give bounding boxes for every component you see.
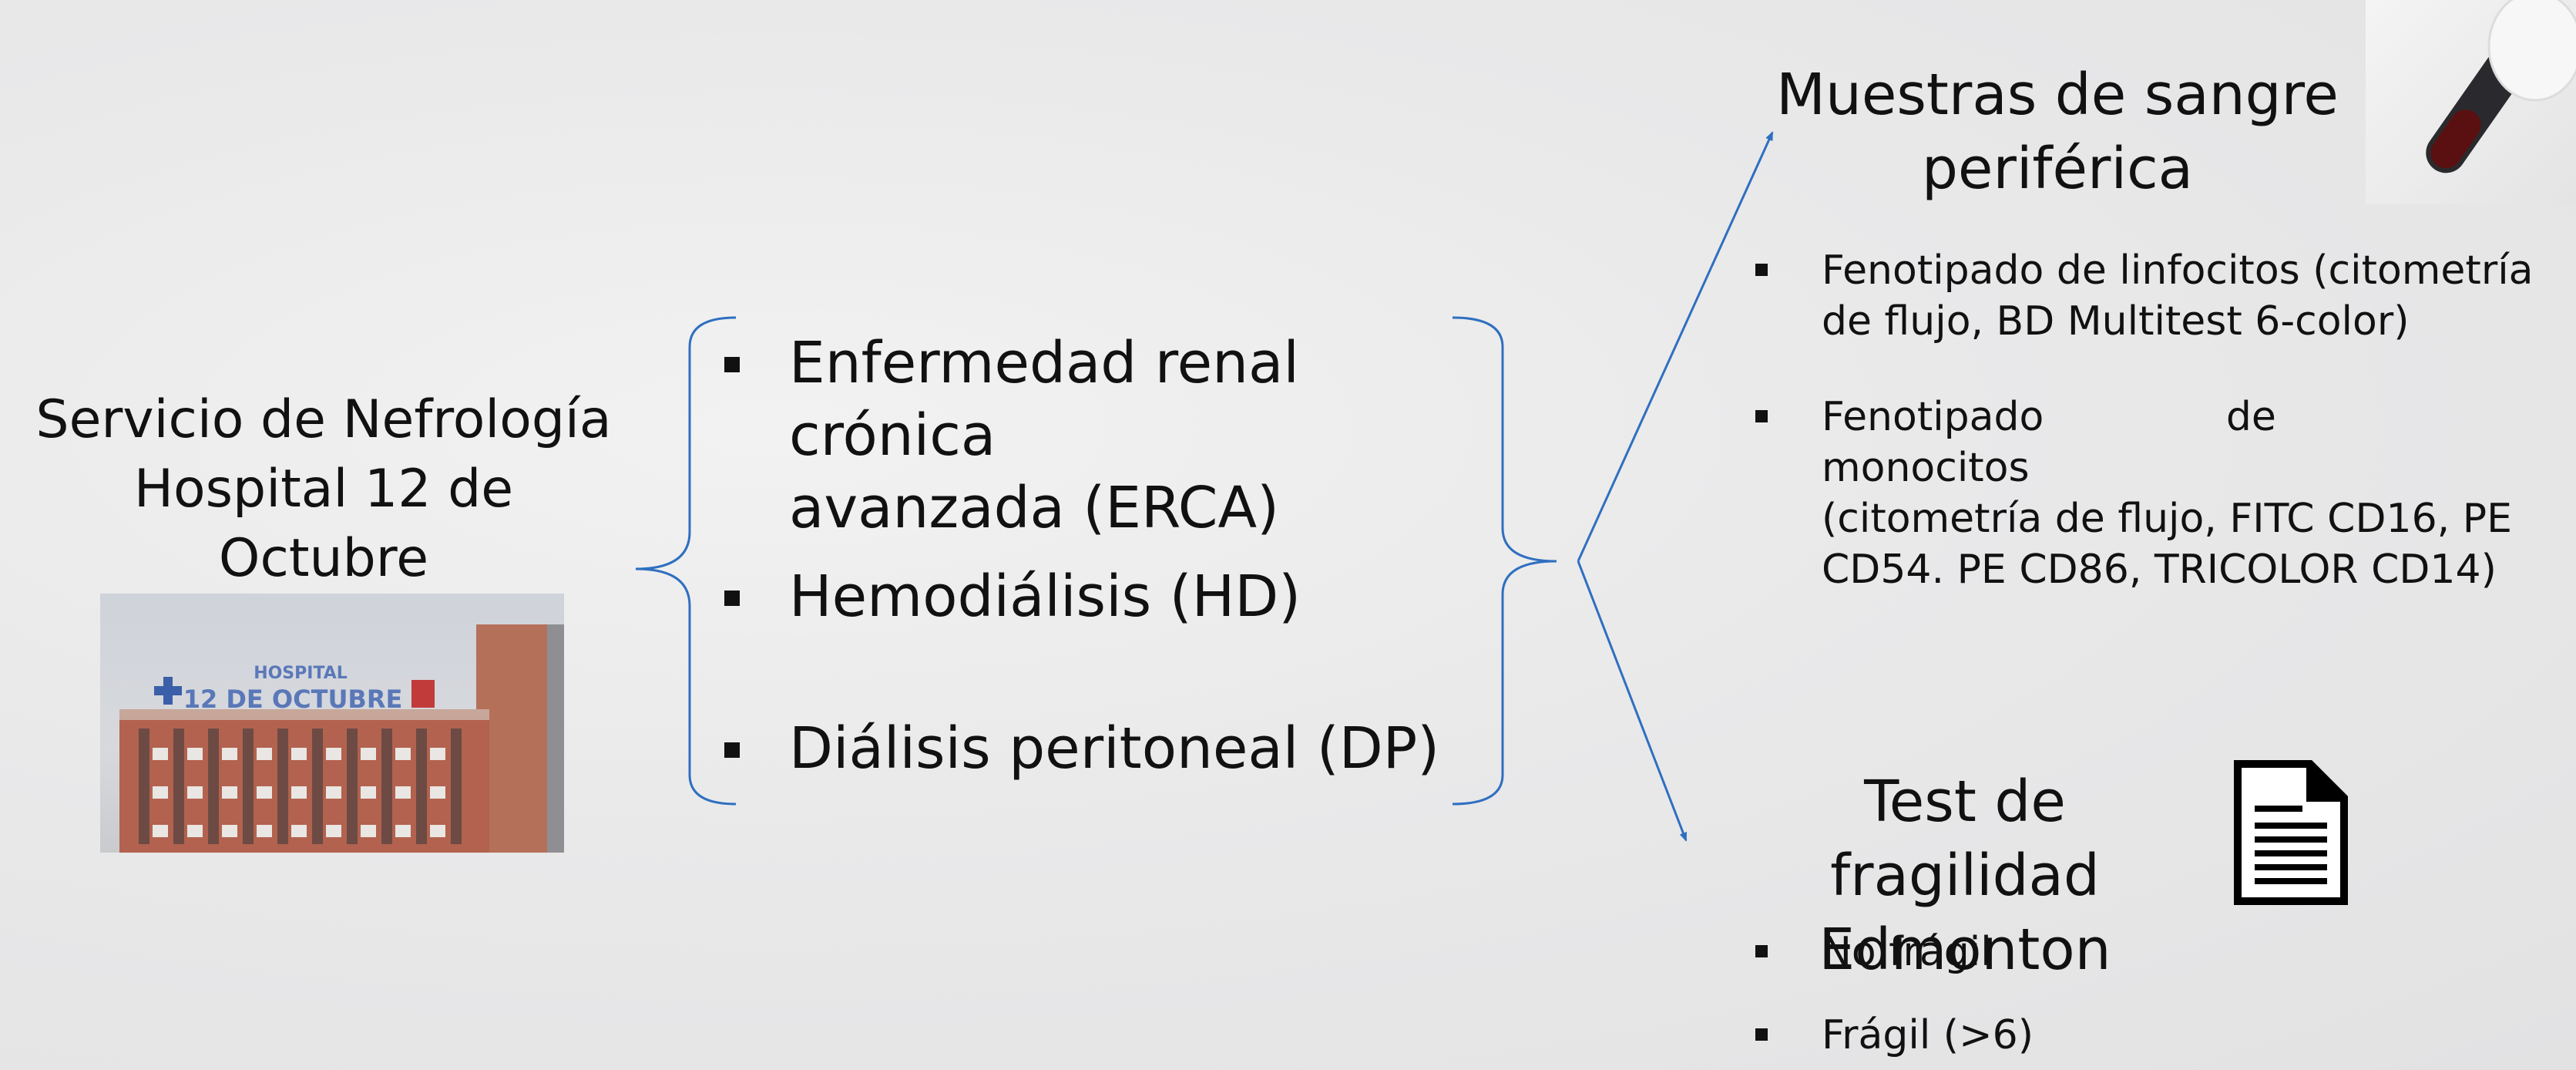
- list-item: Fenotipado de monocitos (citometría de f…: [1755, 392, 2572, 595]
- hospital-building-photo: HOSPITAL 12 DE OCTUBRE: [100, 594, 564, 853]
- hospital-building-drawing: HOSPITAL 12 DE OCTUBRE: [100, 594, 564, 853]
- list-item: Hemodiálisis (HD): [724, 561, 1301, 634]
- monocyte-line3: CD54. PE CD86, TRICOLOR CD14): [1822, 544, 2572, 595]
- monocyte-line1: Fenotipado de monocitos: [1822, 392, 2572, 493]
- blood-samples-title-line1: Muestras de sangre: [1749, 58, 2366, 132]
- hospital-title-line2: Hospital 12 de: [15, 455, 632, 524]
- lymphocyte-line2: de flujo, BD Multitest 6-color): [1822, 296, 2534, 347]
- blood-samples-title-line2: periférica: [1749, 132, 2366, 206]
- hospital-title-line1: Servicio de Nefrología: [15, 385, 632, 455]
- bullet-icon: [1755, 410, 1768, 422]
- bullet-icon: [1755, 264, 1768, 276]
- bullet-icon: [724, 742, 740, 758]
- monocyte-line2: (citometría de flujo, FITC CD16, PE: [1822, 493, 2572, 544]
- list-item: No frágil: [1755, 927, 1992, 977]
- building-sign-top: HOSPITAL: [254, 664, 348, 683]
- hospital-title: Servicio de Nefrología Hospital 12 de Oc…: [15, 385, 632, 593]
- list-item: Fenotipado de linfocitos (citometría de …: [1755, 245, 2572, 347]
- building-sign-bottom: 12 DE OCTUBRE: [183, 685, 403, 714]
- document-icon: [2233, 759, 2349, 906]
- bullet-icon: [1755, 945, 1768, 957]
- list-item: Diálisis peritoneal (DP): [724, 713, 1439, 786]
- bullet-icon: [724, 591, 740, 606]
- group-erca-line2: avanzada (ERCA): [789, 473, 1479, 545]
- bullet-icon: [724, 357, 740, 372]
- group-erca-line1: Enfermedad renal crónica: [789, 328, 1479, 473]
- frailty-fragile: Frágil (>6): [1822, 1010, 2034, 1061]
- monocyte-line1-text: Fenotipado de monocitos: [1822, 392, 2572, 493]
- lymphocyte-line1: Fenotipado de linfocitos (citometría: [1822, 245, 2534, 296]
- arrow-to-blood-samples: [1578, 133, 1772, 561]
- group-dp: Diálisis peritoneal (DP): [789, 713, 1439, 786]
- frailty-no-fragile: No frágil: [1822, 927, 1992, 977]
- blood-tube-photo: [2366, 0, 2576, 204]
- hospital-title-line3: Octubre: [15, 524, 632, 594]
- arrow-to-frailty-test: [1578, 561, 1686, 840]
- frailty-test-title-line1: Test de fragilidad: [1741, 765, 2188, 913]
- list-item: Enfermedad renal crónica avanzada (ERCA): [724, 328, 1479, 545]
- blood-samples-title: Muestras de sangre periférica: [1749, 58, 2366, 206]
- group-hd: Hemodiálisis (HD): [789, 561, 1301, 634]
- list-item: Frágil (>6): [1755, 1010, 2034, 1061]
- bullet-icon: [1755, 1028, 1768, 1041]
- blood-tube-drawing: [2366, 0, 2576, 204]
- left-brace: [636, 318, 736, 804]
